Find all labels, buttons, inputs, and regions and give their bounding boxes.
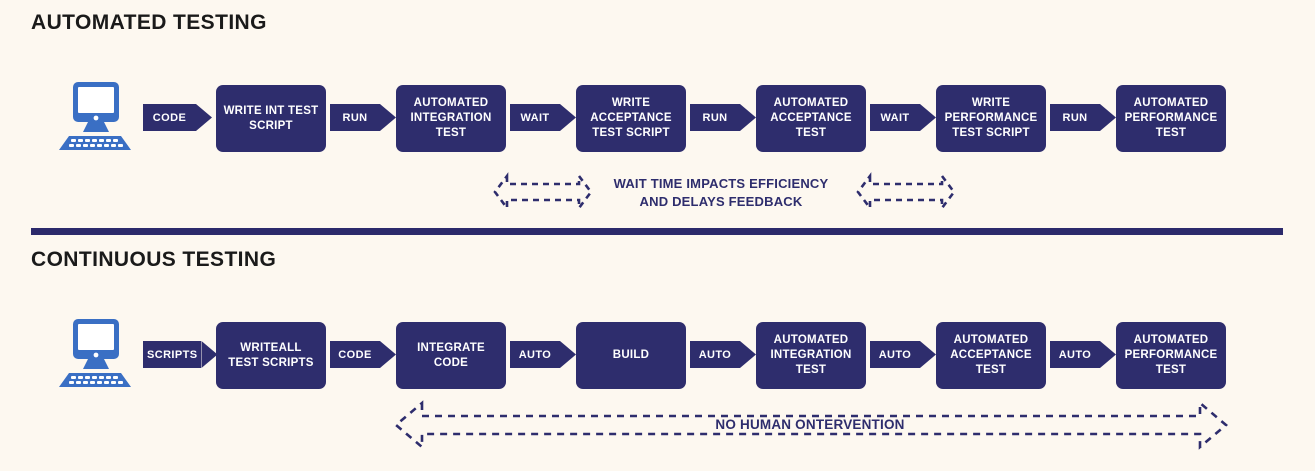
connector-arrow-run-1: RUN [330, 104, 396, 131]
process-box-label: AUTOMATED PERFORMANCE TEST [1124, 97, 1218, 139]
connector-arrow-code: CODE [143, 104, 212, 131]
connector-arrow-code-2: CODE [330, 341, 396, 368]
arrow-head-icon [740, 341, 756, 368]
process-box-label: AUTOMATED ACCEPTANCE TEST [770, 97, 852, 139]
process-box-integrate-code: INTEGRATE CODE [396, 322, 506, 389]
process-box-write-int-test-script: WRITE INT TEST SCRIPT [216, 85, 326, 152]
flow-row-automated-testing: CODE WRITE INT TEST SCRIPT RUN AUTOMATED… [0, 68, 1315, 168]
section-title-continuous-testing: CONTINUOUS TESTING [31, 248, 277, 271]
connector-label: RUN [1050, 104, 1100, 131]
dashed-span-arrow-no-human-intervention-icon [392, 399, 1230, 451]
dashed-double-arrow-left-icon [493, 171, 593, 213]
arrow-head-icon [380, 104, 396, 131]
process-box-automated-acceptance-test-2: AUTOMATED ACCEPTANCE TEST [936, 322, 1046, 389]
process-box-writeall-test-scripts: WRITEALL TEST SCRIPTS [216, 322, 326, 389]
connector-arrow-scripts: SCRIPTS [143, 341, 218, 368]
connector-arrow-run-3: RUN [1050, 104, 1116, 131]
process-box-label: AUTOMATED INTEGRATION TEST [410, 97, 492, 139]
desktop-computer-icon [57, 82, 133, 154]
process-box-automated-integration-test-2: AUTOMATED INTEGRATION TEST [756, 322, 866, 389]
arrow-head-icon [196, 104, 212, 131]
connector-arrow-auto-2: AUTO [690, 341, 756, 368]
note-wait-time-impacts: WAIT TIME IMPACTS EFFICIENCY AND DELAYS … [613, 176, 829, 209]
connector-arrow-auto-1: AUTO [510, 341, 576, 368]
process-box-build: BUILD [576, 322, 686, 389]
connector-arrow-auto-4: AUTO [1050, 341, 1116, 368]
process-box-write-performance-test-script: WRITE PERFORMANCE TEST SCRIPT [936, 85, 1046, 152]
connector-label: RUN [330, 104, 380, 131]
connector-arrow-wait-2: WAIT [870, 104, 936, 131]
process-box-label: AUTOMATED INTEGRATION TEST [770, 334, 852, 376]
connector-label: AUTO [1050, 341, 1100, 368]
flow-row-continuous-testing: SCRIPTS WRITEALL TEST SCRIPTS CODE INTEG… [0, 305, 1315, 405]
connector-label: CODE [143, 104, 196, 131]
connector-label: SCRIPTS [143, 341, 202, 368]
arrow-head-icon [920, 341, 936, 368]
connector-label: WAIT [870, 104, 920, 131]
process-box-label: INTEGRATE CODE [417, 341, 485, 369]
connector-arrow-run-2: RUN [690, 104, 756, 131]
connector-label: WAIT [510, 104, 560, 131]
desktop-computer-icon [57, 319, 133, 391]
connector-label: AUTO [870, 341, 920, 368]
process-box-label: WRITE PERFORMANCE TEST SCRIPT [944, 97, 1038, 139]
connector-label: AUTO [690, 341, 740, 368]
connector-label: AUTO [510, 341, 560, 368]
process-box-label: WRITE ACCEPTANCE TEST SCRIPT [590, 97, 672, 139]
section-divider [31, 228, 1283, 235]
dashed-double-arrow-right-icon [856, 171, 956, 213]
connector-arrow-auto-3: AUTO [870, 341, 936, 368]
process-box-automated-integration-test: AUTOMATED INTEGRATION TEST [396, 85, 506, 152]
process-box-label: AUTOMATED ACCEPTANCE TEST [950, 334, 1032, 376]
process-box-label: WRITE INT TEST SCRIPT [223, 104, 319, 132]
arrow-head-icon [1100, 104, 1116, 131]
process-box-automated-performance-test-2: AUTOMATED PERFORMANCE TEST [1116, 322, 1226, 389]
connector-label: CODE [330, 341, 380, 368]
arrow-head-icon [560, 341, 576, 368]
arrow-head-icon [380, 341, 396, 368]
note-no-human-intervention: NO HUMAN ONTERVENTION [715, 417, 905, 432]
section-title-automated-testing: AUTOMATED TESTING [31, 11, 267, 34]
connector-label: RUN [690, 104, 740, 131]
process-box-automated-performance-test: AUTOMATED PERFORMANCE TEST [1116, 85, 1226, 152]
arrow-head-icon [740, 104, 756, 131]
arrow-head-icon [920, 104, 936, 131]
arrow-head-icon [1100, 341, 1116, 368]
process-box-label: BUILD [612, 349, 650, 362]
arrow-head-icon [560, 104, 576, 131]
process-box-automated-acceptance-test: AUTOMATED ACCEPTANCE TEST [756, 85, 866, 152]
process-box-label: AUTOMATED PERFORMANCE TEST [1124, 334, 1218, 376]
connector-arrow-wait-1: WAIT [510, 104, 576, 131]
process-box-write-acceptance-test-script: WRITE ACCEPTANCE TEST SCRIPT [576, 85, 686, 152]
process-box-label: WRITEALL TEST SCRIPTS [228, 341, 314, 369]
